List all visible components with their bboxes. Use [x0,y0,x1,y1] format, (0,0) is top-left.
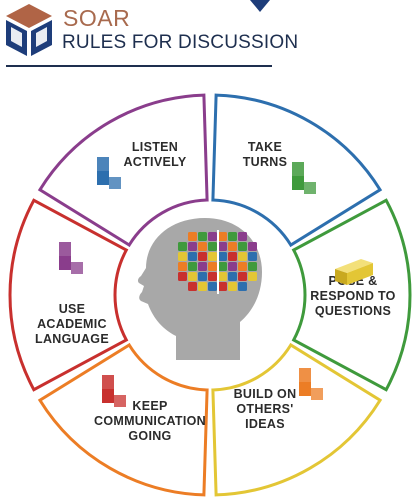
brain-puzzle-piece [238,262,247,271]
wheel-icons [59,153,373,407]
segment-label-line: TURNS [243,155,288,169]
brain-puzzle-piece [238,282,247,291]
brain-puzzle-piece [198,262,207,271]
brain-puzzle-piece [218,262,227,271]
wheel-segment [37,342,209,497]
corner-decoration-icon [250,0,270,12]
brain-puzzle-piece [218,242,227,251]
brain-puzzle-piece [198,252,207,261]
wheel-labels: LISTENACTIVELYTAKETURNSPOSE &RESPOND TOQ… [35,140,395,443]
brain-puzzle-piece [188,242,197,251]
segment-label-line: COMMUNICATION [94,414,206,428]
brain-puzzle-piece [228,252,237,261]
brain-puzzle-piece [228,282,237,291]
brain-puzzle-piece [208,232,217,241]
brain-puzzle-piece [248,242,257,251]
brain-puzzle-piece [238,232,247,241]
brain-puzzle-piece [198,232,207,241]
segment-label-line: TAKE [248,140,282,154]
orange-tetromino-icon [299,364,323,400]
brain-puzzle-piece [238,252,247,261]
brain-puzzle-piece [198,242,207,251]
wheel-segment [8,198,129,392]
segment-label-line: LISTEN [132,140,178,154]
brain-puzzle-piece [188,282,197,291]
brain-puzzle-piece [188,262,197,271]
page-subtitle: RULES FOR DISCUSSION [62,32,299,53]
header: SOAR RULES FOR DISCUSSION [0,0,415,70]
segment-label-line: IDEAS [245,417,285,431]
brain-puzzle-piece [228,272,237,281]
stacked-cube-logo-icon [6,4,52,56]
brain-puzzle-piece [188,272,197,281]
segment-label-line: KEEP [132,399,167,413]
brain-puzzle-piece [218,282,227,291]
brain-puzzle-piece [178,272,187,281]
human-head-brain-puzzle-icon [137,218,262,360]
header-divider [6,65,272,67]
wheel-segment [37,93,209,248]
blue-tetromino-icon [97,153,121,189]
brain-puzzle-piece [218,232,227,241]
brain-puzzle-piece [208,272,217,281]
brain-puzzle-piece [208,242,217,251]
brain-puzzle-piece [198,282,207,291]
brain-puzzle-piece [238,242,247,251]
brain-puzzle-piece [178,262,187,271]
segment-label-line: ACTIVELY [123,155,186,169]
brain-puzzle-piece [248,262,257,271]
app-title: SOAR [63,5,131,31]
wheel-segment [211,342,383,497]
brain-puzzle-piece [248,252,257,261]
brain-puzzle-piece [218,252,227,261]
brain-puzzle-piece [198,272,207,281]
segment-label-line: OTHERS' [236,402,293,416]
brain-puzzle-piece [248,272,257,281]
brain-puzzle-piece [208,282,217,291]
brain-puzzle-piece [218,272,227,281]
segment-label-line: GOING [128,429,171,443]
wheel-segment [291,198,412,392]
brain-puzzle-piece [228,262,237,271]
segment-label-line: QUESTIONS [315,304,391,318]
brain-puzzle-piece [228,232,237,241]
green-tetromino-icon [292,158,316,194]
brain-puzzle-piece [208,252,217,261]
brain-puzzle-piece [238,272,247,281]
brain-puzzle-piece [178,252,187,261]
discussion-rules-wheel: LISTENACTIVELYTAKETURNSPOSE &RESPOND TOQ… [8,93,412,497]
segment-label-line: LANGUAGE [35,332,109,346]
brain-puzzle-piece [178,242,187,251]
segment-label-line: BUILD ON [234,387,297,401]
brain-puzzle-piece [228,242,237,251]
red-tetromino-icon [102,371,126,407]
purple-tetromino-icon [59,238,83,274]
segment-label-line: ACADEMIC [37,317,107,331]
segment-label-line: RESPOND TO [310,289,395,303]
yellow-block-icon [335,259,373,285]
segment-label-line: USE [59,302,86,316]
wheel-segments [8,93,412,497]
brain-puzzle-piece [188,252,197,261]
brain-puzzle-piece [208,262,217,271]
brain-puzzle-piece [188,232,197,241]
